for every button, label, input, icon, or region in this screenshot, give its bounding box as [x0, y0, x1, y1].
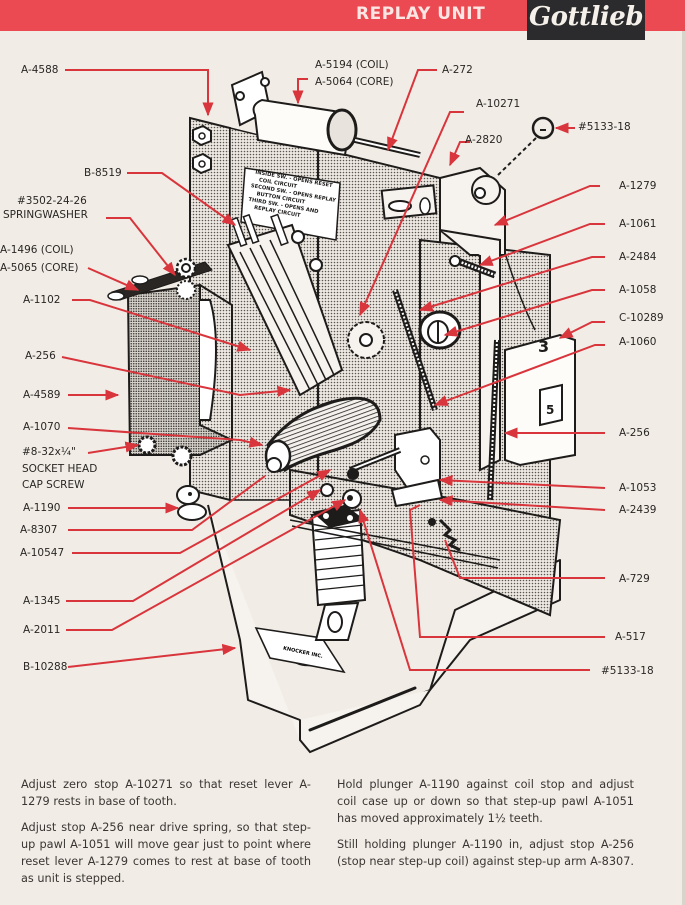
instruction-paragraph: Adjust zero stop A-10271 so that reset l…	[21, 778, 311, 808]
knocker-coil	[289, 483, 501, 641]
part-label-a1102: A-1102	[23, 294, 61, 306]
instruction-paragraph: Still holding plunger A-1190 in, adjust …	[337, 838, 635, 868]
leader-5133-bottom	[358, 508, 590, 671]
part-label-5133-bottom: #5133-18	[601, 665, 654, 677]
leader-lines	[61, 69, 606, 671]
leader-a1060	[433, 344, 605, 406]
leader-a729	[444, 539, 605, 579]
leader-a517	[408, 504, 605, 638]
drive-spring	[264, 396, 382, 473]
part-label-a1190: A-1190	[23, 502, 61, 514]
e-ring-clip	[497, 116, 555, 176]
part-label-3502: #3502-24-26	[17, 195, 87, 207]
part-label-a1279: A-1279	[619, 180, 657, 192]
leader-a1102	[72, 299, 252, 352]
leader-a1496	[87, 267, 140, 291]
leader-a2484	[418, 256, 605, 312]
instructions-right-column: Hold plunger A-1190 against coil stop an…	[337, 776, 634, 879]
part-label-a4589: A-4589	[23, 389, 61, 401]
brand-name: Gottlieb	[528, 2, 644, 32]
brand-logo: Gottlieb	[527, 0, 645, 40]
part-label-a1345: A-1345	[23, 595, 61, 607]
leader-a10547	[72, 469, 332, 554]
part-label-a1058: A-1058	[619, 284, 657, 296]
leader-a2820	[449, 141, 470, 167]
reset-coil	[230, 70, 421, 158]
instruction-paragraph: Hold plunger A-1190 against coil stop an…	[337, 778, 634, 825]
part-label-a2820: A-2820	[465, 134, 503, 146]
part-label-b10288: B-10288	[23, 661, 68, 673]
svg-text:3: 3	[538, 337, 549, 356]
part-label-a1053: A-1053	[619, 482, 657, 494]
part-label-a2439: A-2439	[619, 504, 657, 516]
part-label-a256-left: A-256	[25, 350, 56, 362]
part-label-b8519: B-8519	[84, 167, 122, 179]
part-label-a1061: A-1061	[619, 218, 657, 230]
leader-b10288	[67, 643, 237, 668]
part-label-a1496: A-1496 (COIL)	[0, 244, 74, 256]
leader-a10271	[359, 111, 464, 317]
part-label-a256-right: A-256	[619, 427, 650, 439]
part-label-a729: A-729	[619, 573, 650, 585]
leader-c10289	[558, 321, 605, 339]
step-up-gear	[347, 255, 500, 552]
instructions-left-column: Adjust zero stop A-10271 so that reset l…	[21, 776, 311, 896]
leader-a272	[387, 69, 437, 152]
part-label-a2484: A-2484	[619, 251, 657, 263]
leader-a1061	[478, 223, 605, 266]
leader-a2011	[66, 499, 347, 631]
svg-text:5: 5	[546, 403, 554, 417]
mounting-bracket: KNOCKER INC.	[207, 504, 561, 754]
part-label-a8307: A-8307	[20, 524, 58, 536]
part-label-a2011: A-2011	[23, 624, 61, 636]
leader-a4588	[65, 69, 214, 117]
part-label-5133-top: #5133-18	[578, 121, 631, 133]
switch-info-plate: INSIDE SW. - OPENS RESET COIL CIRCUIT SE…	[240, 167, 341, 241]
leader-a256-left	[61, 356, 292, 397]
part-label-a517: A-517	[615, 631, 646, 643]
part-label-a4588: A-4588	[21, 64, 59, 76]
part-label-a10547: A-10547	[20, 547, 65, 559]
page-edge	[682, 31, 685, 905]
leader-a1279	[493, 185, 600, 226]
part-label-a5194: A-5194 (COIL)	[315, 59, 389, 71]
part-label-a5064: A-5064 (CORE)	[315, 76, 394, 88]
leader-a5194	[292, 78, 308, 105]
leader-a1070	[67, 427, 264, 448]
part-label-832: #8-32x¼"	[22, 446, 76, 458]
page-title: REPLAY UNIT	[356, 4, 486, 24]
part-label-springwasher: SPRINGWASHER	[3, 209, 88, 221]
leader-a1058	[443, 289, 605, 337]
part-label-c10289: C-10289	[619, 312, 664, 324]
part-label-a1060: A-1060	[619, 336, 657, 348]
part-label-a1070: A-1070	[23, 421, 61, 433]
part-label-a272: A-272	[442, 64, 473, 76]
leader-b8519	[127, 172, 237, 226]
leader-a1053	[438, 475, 606, 489]
instruction-paragraph: Adjust stop A-256 near drive spring, so …	[21, 821, 311, 885]
leader-a8307	[68, 475, 266, 531]
leader-springwasher	[106, 217, 176, 277]
switch-stack	[226, 213, 344, 397]
leader-a2439	[438, 495, 606, 511]
part-label-cap-screw: CAP SCREW	[22, 479, 85, 491]
part-label-a10271: A-10271	[476, 98, 521, 110]
part-label-a5065: A-5065 (CORE)	[0, 262, 79, 274]
leader-a1345	[66, 489, 322, 602]
part-label-socket-head: SOCKET HEAD	[22, 463, 98, 475]
leader-832	[87, 441, 140, 454]
